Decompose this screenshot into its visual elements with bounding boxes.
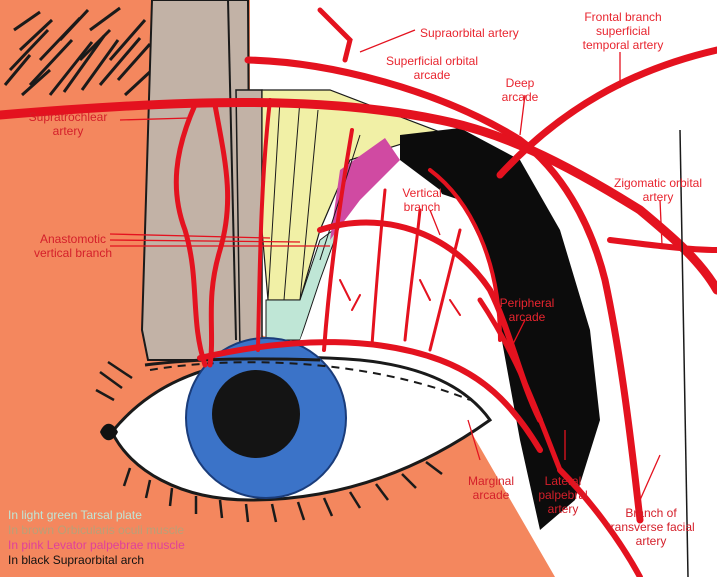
label-frontal-branch-line3: temporal artery [568, 38, 678, 52]
label-supratrochlear-line1: Supratrochlear [18, 110, 118, 124]
label-superficial-orbital-line1: Superficial orbital [372, 54, 492, 68]
label-frontal-branch-line1: Frontal branch [568, 10, 678, 24]
label-superficial-orbital-line2: arcade [372, 68, 492, 82]
label-vertical-branch-line2: branch [392, 200, 452, 214]
label-anastomotic-line2: vertical branch [18, 246, 128, 260]
label-deep-arcade-line1: Deep [490, 76, 550, 90]
label-transverse-line3: artery [596, 534, 706, 548]
legend-item: In black Supraorbital arch [8, 553, 144, 567]
label-superficial-orbital-arcade: Superficial orbital arcade [372, 54, 492, 82]
legend-item: In pink Levator palpebrae muscle [8, 538, 185, 552]
label-vertical-branch: Vertical branch [392, 186, 452, 214]
label-transverse-line2: transverse facial [596, 520, 706, 534]
label-frontal-branch-line2: superficial [568, 24, 678, 38]
label-lateral-palpebral-line3: artery [528, 502, 598, 516]
label-anastomotic-line1: Anastomotic [18, 232, 128, 246]
legend-item: In light green Tarsal plate [8, 508, 142, 522]
label-lateral-palpebral-artery: Lateral palpebral artery [528, 474, 598, 516]
label-lateral-palpebral-line1: Lateral [528, 474, 598, 488]
label-zygomatic-line1: Zigomatic orbital [600, 176, 716, 190]
label-deep-arcade-line2: arcade [490, 90, 550, 104]
label-peripheral-arcade: Peripheral arcade [492, 296, 562, 324]
label-peripheral-line1: Peripheral [492, 296, 562, 310]
label-marginal-line2: arcade [456, 488, 526, 502]
pupil [212, 370, 300, 458]
label-transverse-facial-branch: Branch of transverse facial artery [596, 506, 706, 548]
label-zygomatic-line2: artery [600, 190, 716, 204]
label-supraorbital-artery: Supraorbital artery [420, 26, 519, 40]
label-supratrochlear-line2: artery [18, 124, 118, 138]
label-anastomotic-vertical-branch: Anastomotic vertical branch [18, 232, 128, 260]
label-vertical-branch-line1: Vertical [392, 186, 452, 200]
label-supratrochlear-artery: Supratrochlear artery [18, 110, 118, 138]
label-deep-arcade: Deep arcade [490, 76, 550, 104]
label-peripheral-line2: arcade [492, 310, 562, 324]
label-marginal-arcade: Marginal arcade [456, 474, 526, 502]
label-marginal-line1: Marginal [456, 474, 526, 488]
label-transverse-line1: Branch of [596, 506, 706, 520]
label-frontal-branch: Frontal branch superficial temporal arte… [568, 10, 678, 52]
label-lateral-palpebral-line2: palpebral [528, 488, 598, 502]
legend-item: In brown Orbicularis oculi muscle [8, 523, 184, 537]
label-zygomatic-orbital-artery: Zigomatic orbital artery [600, 176, 716, 204]
